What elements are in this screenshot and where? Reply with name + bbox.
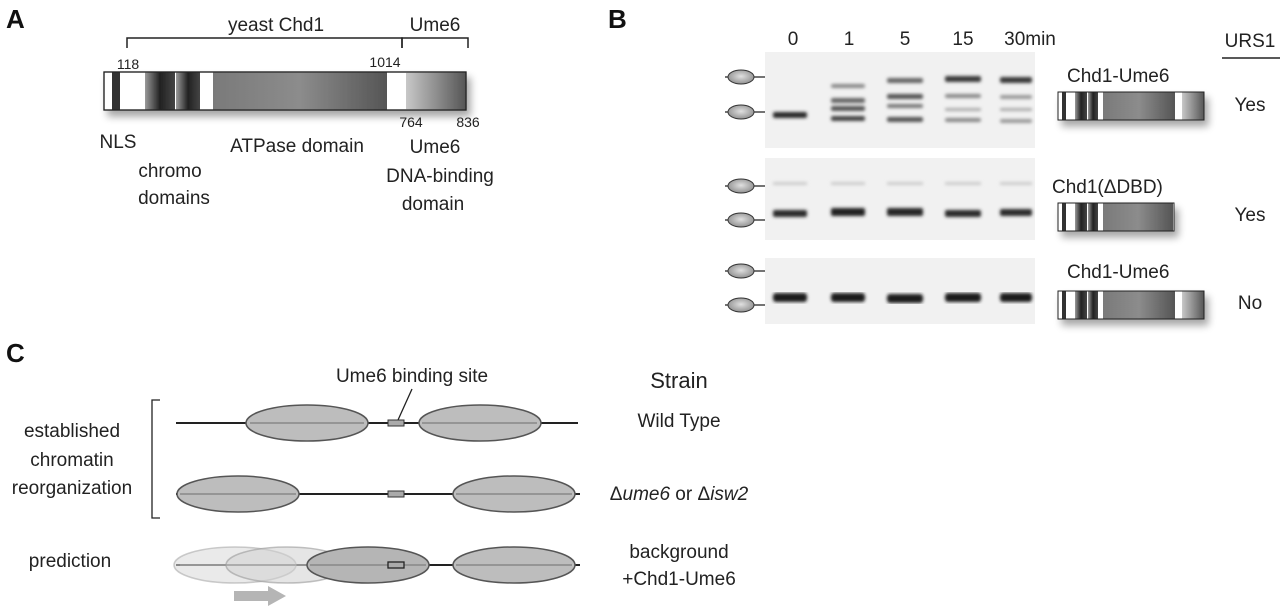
panel-b: B 0 1 5 15 30min URS1 (608, 4, 1280, 324)
established-label-line1: established (24, 421, 120, 442)
yeast-chd1-label: yeast Chd1 (228, 15, 324, 36)
panel-a: A yeast Chd1 Ume6 118 1014 764 836 NLS c… (6, 4, 494, 215)
sliding-arrow-icon (234, 586, 286, 606)
ume6-label: Ume6 (410, 15, 461, 36)
position-836: 836 (456, 114, 480, 130)
chromo-label-line2: domains (138, 188, 210, 209)
timepoint-label: 30min (1004, 29, 1056, 50)
chromatin-row-wild-type (176, 404, 578, 442)
position-764: 764 (399, 114, 423, 130)
gel-panel-1 (765, 52, 1035, 148)
binding-site-box (387, 490, 405, 498)
chromatin-row-mutants (176, 475, 580, 513)
construct-bar-chd1-ume6 (1057, 91, 1205, 121)
chromo-label-line1: chromo (138, 161, 201, 182)
ume6-bracket (401, 37, 469, 48)
established-label-line3: reorganization (12, 478, 132, 499)
construct-bar-chd1-ume6-no-urs1 (1057, 290, 1205, 320)
gel-panel-2 (765, 158, 1035, 240)
chromatin-row-prediction (173, 546, 580, 606)
urs1-header: URS1 (1225, 31, 1276, 52)
urs1-value: Yes (1235, 205, 1266, 226)
strain-background-line2: +Chd1-Ume6 (622, 569, 736, 590)
construct-label: Chd1-Ume6 (1067, 66, 1169, 87)
strain-wild-type: Wild Type (637, 411, 720, 432)
urs1-value: No (1238, 293, 1262, 314)
gel-panel-3 (765, 258, 1035, 324)
timepoint-label: 1 (844, 29, 855, 50)
established-label-line2: chromatin (30, 450, 113, 471)
dbd-label-line1: Ume6 (410, 137, 461, 158)
binding-site-pointer (397, 388, 413, 421)
chd1-ume6-protein-bar (103, 71, 467, 111)
strain-background-line1: background (629, 542, 728, 563)
position-118: 118 (117, 56, 140, 72)
timepoint-label: 5 (900, 29, 911, 50)
panel-b-letter: B (608, 4, 627, 34)
nucleosome-position-markers (725, 69, 765, 313)
urs1-value: Yes (1235, 95, 1266, 116)
established-bracket (151, 399, 160, 519)
timepoint-labels: 0 1 5 15 30min (788, 29, 1056, 50)
binding-site-box (387, 419, 405, 427)
timepoint-label: 0 (788, 29, 799, 50)
dbd-label-line3: domain (402, 194, 464, 215)
prediction-label: prediction (29, 551, 111, 572)
binding-site-label: Ume6 binding site (336, 366, 488, 387)
timepoint-label: 15 (952, 29, 973, 50)
construct-label: Chd1(ΔDBD) (1052, 177, 1163, 198)
panel-c: C Ume6 binding site Strain established c… (6, 338, 749, 606)
dbd-label-line2: DNA-binding (386, 166, 494, 187)
panel-c-letter: C (6, 338, 25, 368)
strain-header: Strain (650, 368, 707, 393)
nls-label: NLS (100, 132, 137, 153)
construct-label: Chd1-Ume6 (1067, 262, 1169, 283)
position-1014: 1014 (369, 54, 400, 70)
panel-a-letter: A (6, 4, 25, 34)
atpase-domain-label: ATPase domain (230, 136, 364, 157)
yeast-chd1-bracket (126, 37, 403, 48)
construct-bar-chd1-delta-dbd (1057, 202, 1175, 232)
strain-mutants: Δume6 or Δisw2 (610, 484, 749, 505)
binding-site-box (387, 561, 405, 569)
